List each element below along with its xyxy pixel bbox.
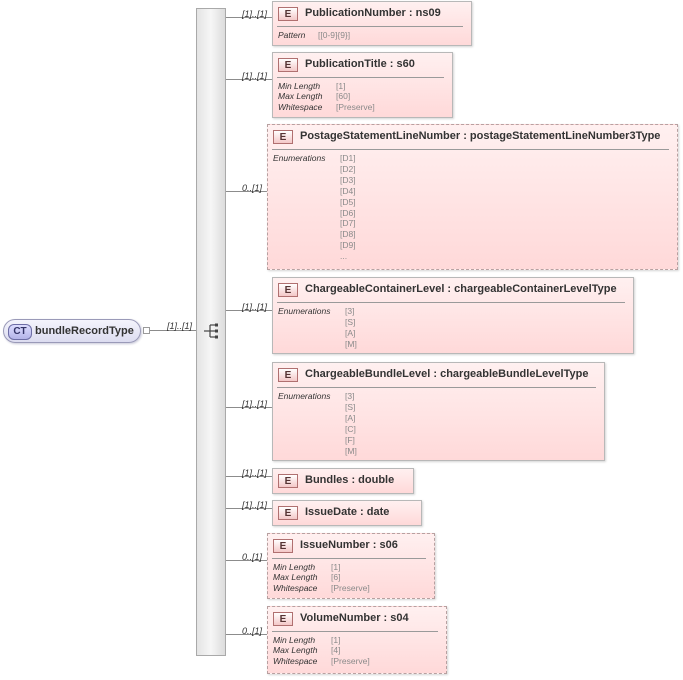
element-multiplicity: [1]..[1] xyxy=(242,302,268,312)
element-title: PostageStatementLineNumber : postageStat… xyxy=(300,130,661,142)
element-box[interactable]: E ChargeableBundleLevel : chargeableBundl… xyxy=(272,362,605,461)
element-multiplicity: [1]..[1] xyxy=(242,500,268,510)
element-badge: E xyxy=(278,506,298,520)
facet-value: [60] xyxy=(336,91,351,102)
facet-label: Min Length xyxy=(278,81,321,91)
facet-value: [1] xyxy=(331,635,341,645)
enumeration-value: [3] xyxy=(345,391,355,401)
enumeration-value: [D7] xyxy=(340,218,356,229)
enumeration-value: [D6] xyxy=(340,207,356,218)
element-badge: E xyxy=(273,612,293,626)
element-title: ChargeableContainerLevel : chargeableCon… xyxy=(305,283,617,295)
facet-value: [4] xyxy=(331,645,341,656)
facet-value: [6] xyxy=(331,572,341,583)
facet-label: Pattern xyxy=(278,30,306,40)
sequence-bar xyxy=(196,8,226,656)
element-badge: E xyxy=(278,58,298,72)
element-separator xyxy=(277,302,625,303)
facet-value: [Preserve] xyxy=(331,655,370,666)
enumeration-value: [F] xyxy=(345,434,355,445)
complex-type-name: bundleRecordType xyxy=(35,325,134,337)
element-title: IssueDate : date xyxy=(305,506,390,518)
facet-value: [Preserve] xyxy=(331,582,370,593)
element-badge: E xyxy=(273,539,293,553)
enumeration-value: [D8] xyxy=(340,229,356,240)
element-separator xyxy=(272,558,426,559)
enumeration-value: [S] xyxy=(345,316,356,327)
complex-type-node[interactable]: CT bundleRecordType xyxy=(3,319,141,343)
enumeration-value: [M] xyxy=(345,338,357,349)
element-multiplicity: [1]..[1] xyxy=(242,468,268,478)
sequence-compositor-icon[interactable] xyxy=(203,322,221,340)
element-badge: E xyxy=(273,130,293,144)
facet-value: [[0-9]{9}] xyxy=(318,30,351,40)
enumeration-value: [A] xyxy=(345,412,356,423)
enumerations-label: Enumerations xyxy=(273,153,326,163)
element-separator xyxy=(277,26,463,27)
facet-label: Max Length xyxy=(273,645,318,656)
sequence-multiplicity: [1]..[1] xyxy=(167,321,193,331)
element-title: ChargeableBundleLevel : chargeableBundle… xyxy=(305,368,589,380)
facet-value: [Preserve] xyxy=(336,101,375,112)
element-title: PublicationTitle : s60 xyxy=(305,58,415,70)
enumeration-value: [D9] xyxy=(340,240,356,251)
facet-value: [1] xyxy=(336,81,346,91)
enumeration-value: [M] xyxy=(345,445,357,456)
enumeration-value: [D1] xyxy=(340,153,356,163)
facet-label: Whitespace xyxy=(273,655,318,666)
enumeration-value: [3] xyxy=(345,306,355,316)
element-multiplicity: [1]..[1] xyxy=(242,399,268,409)
element-multiplicity: 0..[1] xyxy=(242,626,263,636)
element-separator xyxy=(277,387,596,388)
enumerations-label: Enumerations xyxy=(278,391,331,401)
element-title: IssueNumber : s06 xyxy=(300,539,398,551)
enumeration-value: ... xyxy=(340,251,348,262)
element-box[interactable]: E PostageStatementLineNumber : postageSta… xyxy=(267,124,678,270)
element-box[interactable]: E Bundles : double xyxy=(272,468,414,494)
enumeration-value: [D4] xyxy=(340,185,356,196)
element-box[interactable]: E IssueDate : date xyxy=(272,500,422,526)
enumeration-value: [S] xyxy=(345,401,356,412)
facet-label: Max Length xyxy=(273,572,318,583)
element-title: VolumeNumber : s04 xyxy=(300,612,409,624)
element-multiplicity: 0..[1] xyxy=(242,552,263,562)
enumeration-value: [A] xyxy=(345,327,356,338)
element-title: Bundles : double xyxy=(305,474,395,486)
element-box[interactable]: E ChargeableContainerLevel : chargeableCo… xyxy=(272,277,634,354)
element-badge: E xyxy=(278,283,298,297)
enumerations-label: Enumerations xyxy=(278,306,331,316)
element-separator xyxy=(277,77,444,78)
element-multiplicity: [1]..[1] xyxy=(242,9,268,19)
enumeration-value: [D2] xyxy=(340,163,356,174)
collapse-toggle[interactable] xyxy=(143,327,150,334)
facet-label: Max Length xyxy=(278,91,323,102)
element-separator xyxy=(272,149,669,150)
facet-label: Whitespace xyxy=(273,582,318,593)
element-badge: E xyxy=(278,368,298,382)
element-title: PublicationNumber : ns09 xyxy=(305,7,441,19)
enumeration-value: [C] xyxy=(345,423,356,434)
element-badge: E xyxy=(278,474,298,488)
facet-label: Min Length xyxy=(273,562,316,572)
complex-type-badge: CT xyxy=(8,324,32,340)
element-multiplicity: 0..[1] xyxy=(242,183,263,193)
element-multiplicity: [1]..[1] xyxy=(242,71,268,81)
facet-value: [1] xyxy=(331,562,341,572)
facet-label: Whitespace xyxy=(278,101,323,112)
element-separator xyxy=(272,631,438,632)
element-badge: E xyxy=(278,7,298,21)
facet-label: Min Length xyxy=(273,635,316,645)
enumeration-value: [D3] xyxy=(340,174,356,185)
enumeration-value: [D5] xyxy=(340,196,356,207)
